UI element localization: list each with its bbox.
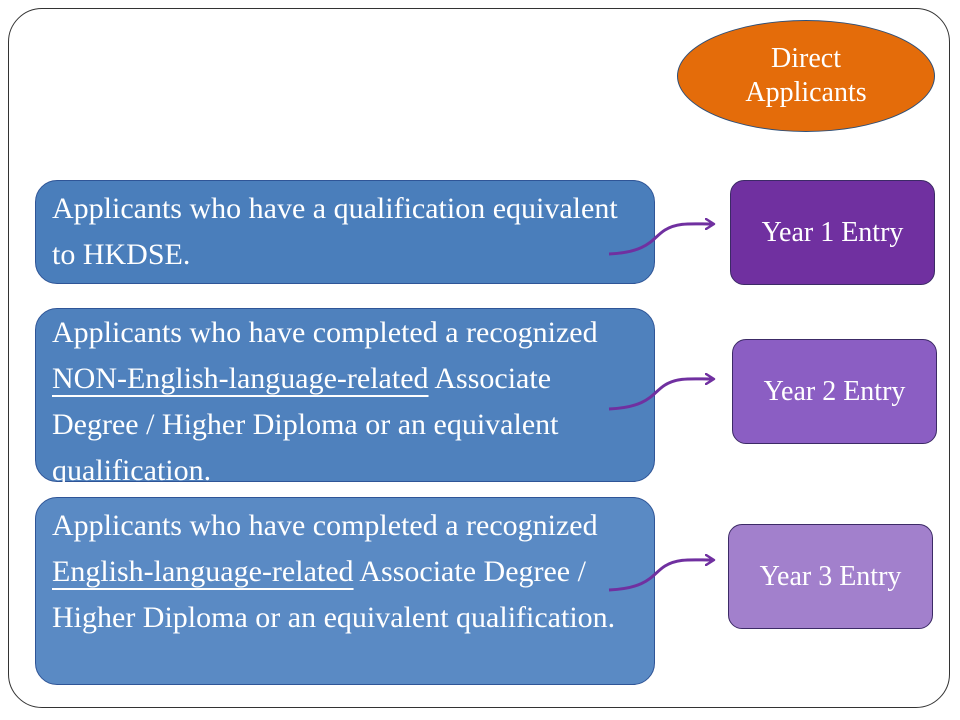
- entry-box-year3: Year 3 Entry: [728, 524, 933, 629]
- direct-applicants-header: Direct Applicants: [677, 20, 935, 132]
- entry-label: Year 2 Entry: [763, 375, 906, 407]
- criteria-text-part: Applicants who have completed a recogniz…: [52, 316, 598, 349]
- criteria-box-year3: Applicants who have completed a recogniz…: [35, 497, 655, 685]
- criteria-text-part: Associate Degree / Higher Diploma or an …: [52, 362, 559, 487]
- slide-frame: [8, 8, 950, 708]
- criteria-text-part: Applicants who have completed a recogniz…: [52, 509, 598, 542]
- criteria-text-part: Applicants who have a qualification equi…: [52, 192, 618, 271]
- criteria-text: Applicants who have completed a recogniz…: [52, 310, 640, 494]
- criteria-emphasis: NON-English-language-related: [52, 362, 429, 395]
- entry-box-year1: Year 1 Entry: [730, 180, 935, 285]
- criteria-box-year2: Applicants who have completed a recogniz…: [35, 308, 655, 487]
- entry-label: Year 3 Entry: [759, 560, 902, 592]
- criteria-text: Applicants who have completed a recogniz…: [52, 503, 640, 641]
- entry-label: Year 1 Entry: [761, 216, 904, 248]
- entry-box-year2: Year 2 Entry: [732, 339, 937, 444]
- criteria-text: Applicants who have a qualification equi…: [52, 186, 640, 278]
- header-line-2: Applicants: [745, 77, 867, 108]
- header-line-1: Direct: [771, 43, 841, 74]
- criteria-box-year1: Applicants who have a qualification equi…: [35, 180, 655, 284]
- criteria-emphasis: English-language-related: [52, 555, 354, 588]
- criteria-text-part: Associate Degree / Higher Diploma or an …: [52, 555, 616, 634]
